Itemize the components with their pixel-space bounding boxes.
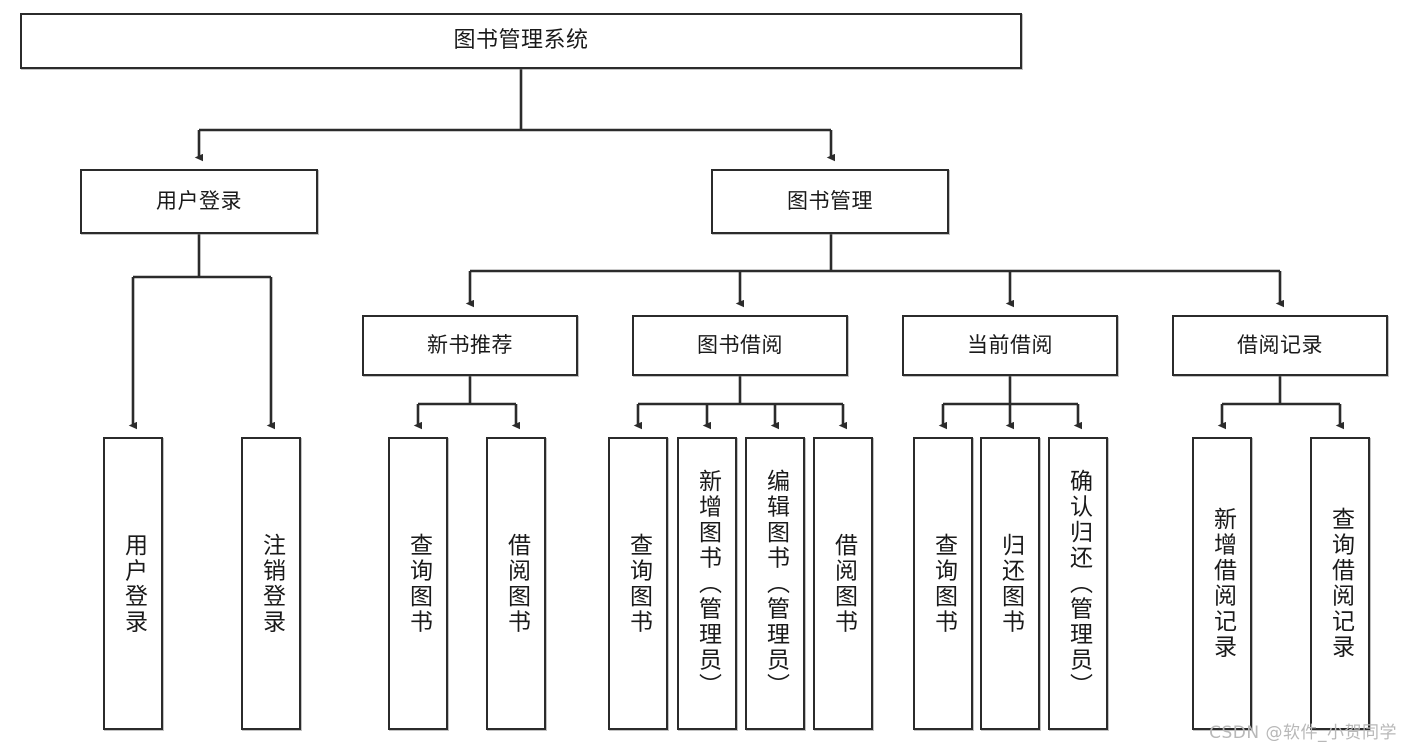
node-label: 编辑图书（管理员） — [762, 468, 789, 699]
node-label: 借阅图书 — [830, 532, 857, 635]
node-book-borrowing[interactable]: 图书借阅 — [632, 315, 848, 376]
node-label: 借阅图书 — [503, 532, 530, 635]
node-label: 图书借阅 — [697, 333, 783, 358]
node-label: 图书管理系统 — [453, 28, 589, 54]
node-label: 新书推荐 — [427, 333, 513, 358]
node-borrowing-record[interactable]: 借阅记录 — [1172, 315, 1388, 376]
node-book-management[interactable]: 图书管理 — [711, 169, 949, 234]
node-label: 用户登录 — [156, 189, 242, 214]
node-label: 当前借阅 — [967, 333, 1053, 358]
node-root-library-management-system[interactable]: 图书管理系统 — [20, 13, 1022, 69]
node-new-book-recommendation[interactable]: 新书推荐 — [362, 315, 578, 376]
node-leaf-query-borrow-record[interactable]: 查询借阅记录 — [1310, 437, 1370, 730]
node-label: 借阅记录 — [1237, 333, 1323, 358]
node-label: 归还图书 — [997, 532, 1024, 635]
node-label: 查询借阅记录 — [1327, 507, 1354, 660]
watermark-text: CSDN @软件_小贺同学 — [1209, 723, 1397, 743]
node-leaf-query-book-current[interactable]: 查询图书 — [913, 437, 973, 730]
node-leaf-return-book[interactable]: 归还图书 — [980, 437, 1040, 730]
node-label: 注销登录 — [258, 532, 285, 635]
node-label: 查询图书 — [930, 532, 957, 635]
node-label: 查询图书 — [405, 532, 432, 635]
node-leaf-add-borrow-record[interactable]: 新增借阅记录 — [1192, 437, 1252, 730]
node-user-login[interactable]: 用户登录 — [80, 169, 318, 234]
node-leaf-logout-login[interactable]: 注销登录 — [241, 437, 301, 730]
node-leaf-borrow-book-newbook[interactable]: 借阅图书 — [486, 437, 546, 730]
node-label: 新增借阅记录 — [1209, 507, 1236, 660]
node-label: 新增图书（管理员） — [694, 468, 721, 699]
node-leaf-add-book-admin[interactable]: 新增图书（管理员） — [677, 437, 737, 730]
node-leaf-confirm-return-admin[interactable]: 确认归还（管理员） — [1048, 437, 1108, 730]
node-leaf-edit-book-admin[interactable]: 编辑图书（管理员） — [745, 437, 805, 730]
node-leaf-query-book-newbook[interactable]: 查询图书 — [388, 437, 448, 730]
node-label: 查询图书 — [625, 532, 652, 635]
node-leaf-query-book-borrow[interactable]: 查询图书 — [608, 437, 668, 730]
node-label: 用户登录 — [120, 532, 147, 635]
node-label: 图书管理 — [787, 189, 873, 214]
node-label: 确认归还（管理员） — [1065, 468, 1092, 699]
node-leaf-user-login[interactable]: 用户登录 — [103, 437, 163, 730]
node-leaf-borrow-book-borrow[interactable]: 借阅图书 — [813, 437, 873, 730]
node-current-borrowing[interactable]: 当前借阅 — [902, 315, 1118, 376]
